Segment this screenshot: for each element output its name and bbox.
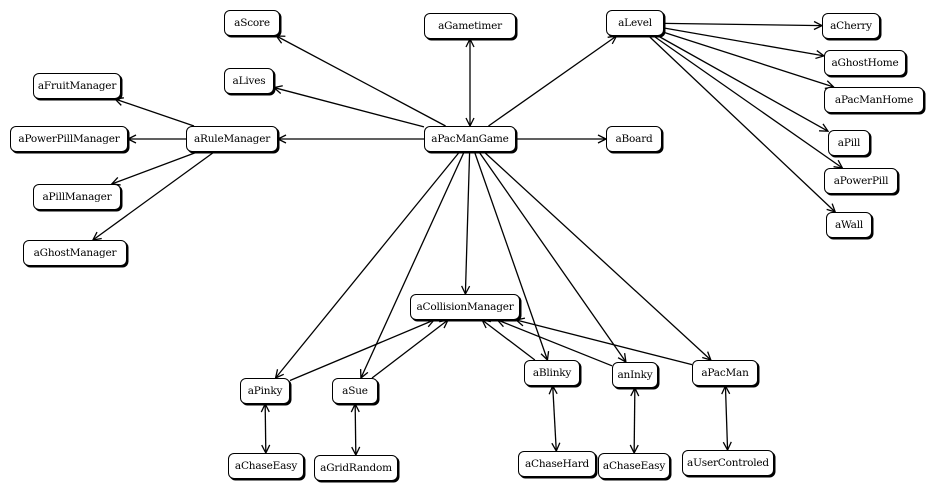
edge-an-inky-to-a-chase-easy2	[634, 388, 635, 453]
node-a-cherry[interactable]: aCherry	[822, 13, 880, 39]
node-a-sue[interactable]: aSue	[332, 378, 378, 404]
node-a-fruit-manager[interactable]: aFruitManager	[33, 73, 121, 99]
edge-a-pac-man-game-to-an-inky	[478, 151, 626, 362]
edge-a-pac-man-game-to-a-score	[276, 36, 446, 127]
node-label: aPowerPillManager	[18, 133, 120, 145]
node-label: aChaseHard	[524, 458, 590, 470]
node-label: aUserControled	[687, 457, 769, 469]
node-a-power-pill[interactable]: aPowerPill	[824, 168, 898, 194]
edge-a-pac-man-game-to-a-sue	[361, 151, 465, 378]
node-label: aRuleManager	[193, 133, 271, 145]
edge-a-sue-to-a-collision-manager	[371, 320, 448, 379]
node-a-power-pill-manager[interactable]: aPowerPillManager	[10, 126, 128, 152]
edge-a-level-to-a-pill	[657, 35, 828, 131]
node-a-board[interactable]: aBoard	[606, 126, 662, 152]
node-label: aGametimer	[438, 20, 502, 32]
edge-a-pac-man-game-to-a-level	[488, 36, 616, 127]
edge-a-level-to-a-cherry	[663, 23, 822, 25]
node-label: aCollisionManager	[416, 301, 514, 313]
node-a-ghost-home[interactable]: aGhostHome	[824, 50, 906, 76]
node-a-chase-easy2[interactable]: aChaseEasy	[598, 453, 670, 479]
edge-a-blinky-to-a-chase-hard	[553, 386, 557, 451]
node-a-pill-manager[interactable]: aPillManager	[33, 184, 121, 210]
node-label: aBlinky	[532, 367, 572, 379]
node-a-blinky[interactable]: aBlinky	[524, 360, 580, 386]
edge-a-blinky-to-a-collision-manager	[482, 320, 536, 361]
node-a-level[interactable]: aLevel	[606, 10, 664, 36]
node-label: aBoard	[615, 133, 653, 145]
node-label: aLives	[232, 75, 266, 87]
node-label: aLevel	[618, 17, 652, 29]
node-a-chase-hard[interactable]: aChaseHard	[518, 451, 596, 477]
edge-a-sue-to-a-grid-random	[355, 404, 356, 455]
node-label: aScore	[234, 17, 270, 29]
node-label: aGridRandom	[320, 462, 392, 474]
node-label: aGhostHome	[831, 57, 899, 69]
node-label: aPinky	[247, 385, 283, 397]
edge-a-level-to-a-wall	[648, 35, 835, 212]
edge-a-pac-man-to-a-user-controled	[725, 386, 727, 450]
node-label: aSue	[342, 385, 368, 397]
node-an-inky[interactable]: anInky	[612, 362, 658, 388]
node-label: aPacManHome	[834, 94, 914, 106]
node-a-chase-easy1[interactable]: aChaseEasy	[228, 453, 304, 479]
node-label: aPillManager	[42, 191, 112, 203]
node-a-gametimer[interactable]: aGametimer	[424, 13, 516, 39]
node-a-wall[interactable]: aWall	[826, 212, 872, 238]
node-a-lives[interactable]: aLives	[224, 68, 274, 94]
edge-a-pac-man-game-to-a-collision-manager	[465, 151, 471, 294]
node-label: aPacMan	[701, 367, 749, 379]
edge-a-level-to-a-ghost-home	[663, 27, 824, 56]
edge-a-level-to-a-pac-man-home	[663, 31, 834, 87]
node-a-pinky[interactable]: aPinky	[240, 378, 290, 404]
edge-a-rule-manager-to-a-ghost-manager	[93, 151, 215, 240]
edge-a-pac-man-game-to-a-pinky	[276, 151, 460, 378]
node-a-pac-man-game[interactable]: aPacManGame	[424, 126, 516, 152]
node-a-ghost-manager[interactable]: aGhostManager	[23, 240, 127, 266]
node-label: aWall	[834, 219, 864, 231]
edge-a-rule-manager-to-a-fruit-manager	[115, 99, 195, 127]
node-a-rule-manager[interactable]: aRuleManager	[186, 126, 278, 152]
node-label: aPowerPill	[833, 175, 889, 187]
node-label: aGhostManager	[33, 247, 117, 259]
node-label: aCherry	[830, 20, 872, 32]
node-a-collision-manager[interactable]: aCollisionManager	[410, 294, 520, 320]
node-label: aChaseEasy	[602, 460, 666, 472]
edge-a-level-to-a-power-pill	[653, 35, 843, 168]
edge-a-rule-manager-to-a-pill-manager	[112, 151, 198, 184]
node-a-user-controled[interactable]: aUserControled	[682, 450, 774, 476]
edge-a-pinky-to-a-collision-manager	[289, 320, 434, 382]
edge-a-pac-man-game-to-a-blinky	[473, 151, 548, 360]
edge-a-pac-man-game-to-a-pac-man	[483, 151, 711, 360]
edge-a-pinky-to-a-chase-easy1	[265, 404, 266, 453]
node-label: aPill	[837, 137, 861, 149]
node-a-score[interactable]: aScore	[224, 10, 280, 36]
node-label: aFruitManager	[37, 80, 117, 92]
edge-a-pac-man-game-to-a-lives	[274, 88, 425, 128]
node-a-grid-random[interactable]: aGridRandom	[314, 455, 398, 481]
node-label: anInky	[617, 369, 653, 381]
edge-an-inky-to-a-collision-manager	[498, 320, 613, 367]
node-label: aChaseEasy	[234, 460, 298, 472]
node-a-pill[interactable]: aPill	[828, 130, 870, 156]
edge-a-pac-man-to-a-collision-manager	[516, 320, 693, 366]
node-label: aPacManGame	[431, 133, 509, 145]
node-a-pac-man[interactable]: aPacMan	[692, 360, 758, 386]
node-a-pac-man-home[interactable]: aPacManHome	[824, 87, 924, 113]
